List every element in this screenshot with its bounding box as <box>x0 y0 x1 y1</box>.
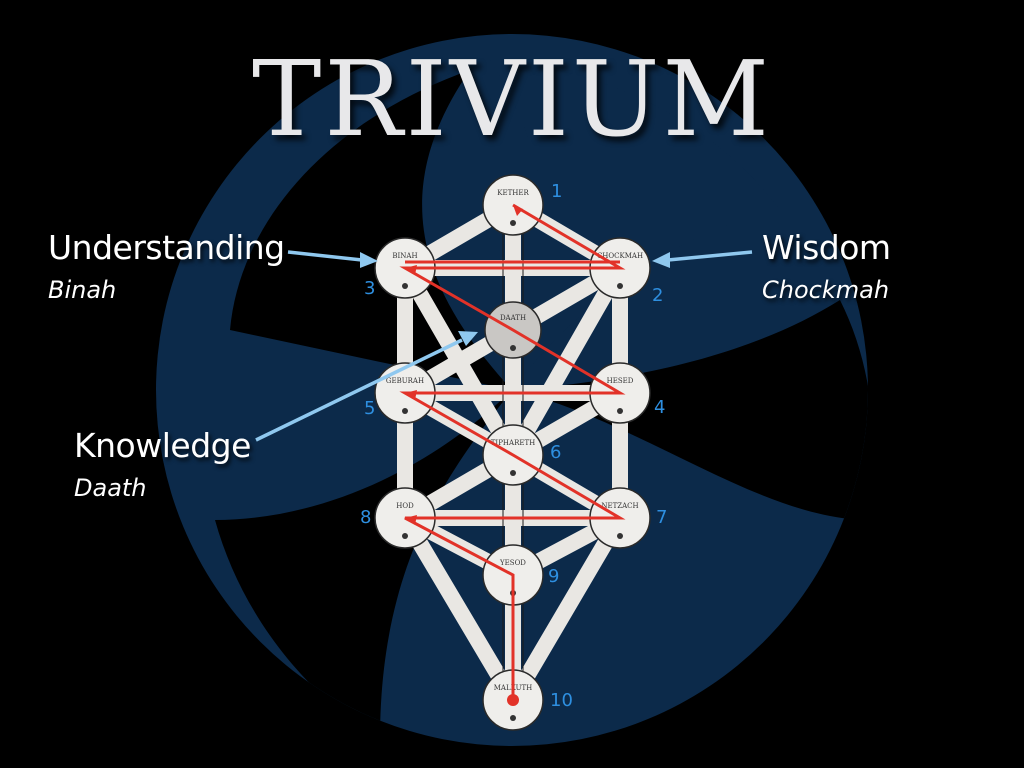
sephirah-hesed-dot <box>617 408 623 414</box>
sephirah-number-7: 7 <box>656 507 667 528</box>
sephirah-number-8: 8 <box>360 507 371 528</box>
sephirah-binah-dot <box>402 283 408 289</box>
sephirah-chockmah-dot <box>617 283 623 289</box>
sephirah-daath-name: DAATH <box>500 314 526 322</box>
arrow-wisdom <box>667 250 753 262</box>
callout-arrows <box>255 250 753 442</box>
lightning-arrowheads <box>405 205 523 706</box>
sephirah-hod-dot <box>402 533 408 539</box>
sephirah-number-10: 10 <box>550 690 573 711</box>
sephirah-number-1: 1 <box>551 181 562 202</box>
sephirah-kether-dot <box>510 220 516 226</box>
sephirah-number-5: 5 <box>364 398 375 419</box>
wisdom-label: Wisdom <box>762 228 891 267</box>
knowledge-label: Knowledge <box>74 426 251 465</box>
wisdom-subtitle: Chockmah <box>762 276 890 304</box>
swirl-arms <box>215 60 868 740</box>
understanding-subtitle: Binah <box>48 276 117 304</box>
sephirah-hod-name: HOD <box>396 502 414 510</box>
sephirah-number-3: 3 <box>364 278 375 299</box>
arrow-understanding <box>287 250 363 262</box>
sephirah-number-6: 6 <box>550 442 561 463</box>
sephirah-tiphareth-dot <box>510 470 516 476</box>
arrow-knowledge <box>255 338 463 442</box>
sephirah-number-2: 2 <box>652 285 663 306</box>
sephirah-geburah-name: GEBURAH <box>386 377 424 385</box>
sephirah-malkuth-dot <box>510 715 516 721</box>
sephirah-netzach-dot <box>617 533 623 539</box>
sephirah-yesod-name: YESOD <box>499 559 526 567</box>
sephirah-netzach-name: NETZACH <box>601 502 638 510</box>
understanding-label: Understanding <box>48 228 285 267</box>
knowledge-subtitle: Daath <box>74 474 147 502</box>
sephirah-tiphareth-name: TIPHARETH <box>491 439 535 447</box>
sephiroth-numbers: 1 2 3 4 5 6 7 8 9 10 <box>360 181 667 711</box>
slide-title: TRIVIUM <box>251 38 773 160</box>
sephirah-number-4: 4 <box>654 397 665 418</box>
sephirah-number-9: 9 <box>548 566 559 587</box>
sephirah-binah-name: BINAH <box>392 252 417 260</box>
sephirah-hesed-name: HESED <box>607 377 634 385</box>
sephirah-kether-name: KETHER <box>497 189 529 197</box>
sephirah-geburah-dot <box>402 408 408 414</box>
sephirah-chockmah-name: CHOCKMAH <box>597 252 643 260</box>
sephirah-daath-dot <box>510 345 516 351</box>
